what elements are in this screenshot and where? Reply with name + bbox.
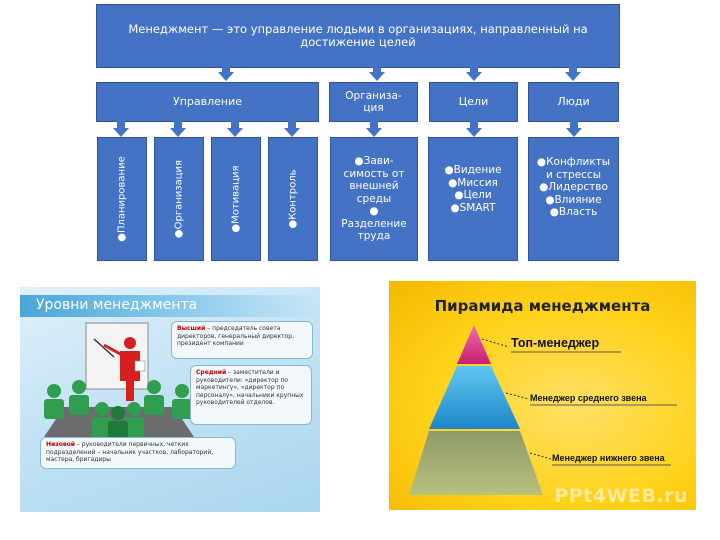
levels-title: Уровни менеджмента — [36, 297, 198, 313]
callout-top-name: Высший — [177, 325, 206, 332]
arrow-control — [284, 121, 300, 137]
pyramid-label-middle: Менеджер среднего звена — [530, 393, 647, 403]
list-goals-item: ●SMART — [450, 201, 496, 214]
arrow-organizing — [170, 121, 186, 137]
list-goals-item: ●Цели — [454, 189, 492, 202]
levels-title-strip — [20, 295, 320, 317]
list-people: ●Конфликты и стрессы ●Лидерство ●Влияние… — [528, 137, 619, 261]
list-organization-item: ● — [369, 205, 379, 218]
sub-motivation: ●Мотивация — [211, 137, 261, 261]
sub-planning-label: ●Планирование — [116, 156, 128, 242]
sub-planning: ●Планирование — [97, 137, 147, 261]
list-people-item: ●Влияние — [545, 193, 602, 206]
sub-organizing-label: ●Организация — [173, 159, 185, 239]
callout-low-level: Низовой – руководители первичных, четких… — [40, 437, 236, 469]
arrow-root-goals — [466, 65, 482, 81]
root-text: Менеджмент — это управление людьми в орг… — [128, 21, 588, 49]
arrow-root-organization — [369, 65, 385, 81]
root-box: Менеджмент — это управление людьми в орг… — [96, 4, 620, 68]
pyramid-tier-top — [457, 325, 491, 364]
list-organization-item: ●Зави- симость от внешней среды — [343, 154, 405, 205]
callout-middle-name: Средний — [196, 369, 227, 376]
watermark: PPt4WEB.ru — [554, 485, 688, 507]
branch-people-label: Люди — [557, 94, 590, 108]
callout-low-text: – руководители первичных, четких подразд… — [46, 441, 214, 463]
list-goals-item: ●Миссия — [448, 176, 498, 189]
sub-control: ●Контроль — [268, 137, 318, 261]
branch-organization-label: Организа- ция — [345, 89, 402, 114]
sub-organizing: ●Организация — [154, 137, 204, 261]
pyramid-title: Пирамида менеджмента — [434, 297, 651, 315]
arrow-root-management — [218, 65, 234, 81]
list-goals: ●Видение ●Миссия ●Цели ●SMART — [428, 137, 518, 261]
callout-middle-level: Средний – заместители и руководители: «д… — [190, 365, 312, 425]
list-organization: ●Зави- симость от внешней среды ● Раздел… — [330, 137, 418, 261]
callout-low-name: Низовой — [46, 441, 75, 448]
list-organization-item: Разделение труда — [341, 217, 407, 243]
arrow-motivation — [227, 121, 243, 137]
pyramid-graphic — [409, 325, 677, 495]
branch-management: Управление — [96, 82, 319, 122]
list-people-item: ●Конфликты и стрессы — [536, 156, 611, 181]
presenter-illustration — [44, 322, 194, 441]
callout-middle-text: – заместители и руководители: «директор … — [196, 369, 304, 406]
list-goals-item: ●Видение — [444, 164, 502, 176]
pyramid-tier-low — [409, 431, 543, 495]
branch-organization: Организа- ция — [329, 82, 418, 122]
list-people-item: ●Власть — [549, 206, 598, 219]
sub-motivation-label: ●Мотивация — [230, 165, 242, 233]
callout-top-level: Высший – председатель совета директоров,… — [171, 321, 313, 359]
sub-control-label: ●Контроль — [287, 169, 299, 229]
pyramid-label-low: Менеджер нижнего звена — [552, 453, 665, 463]
pyramid-tier-middle — [429, 366, 520, 429]
arrow-planning — [113, 121, 129, 137]
branch-goals-label: Цели — [458, 94, 489, 108]
pyramid-label-top: Топ-менеджер — [511, 336, 600, 350]
callout-top-text: – председатель совета директоров, генера… — [177, 325, 295, 347]
branch-people: Люди — [528, 82, 619, 122]
branch-management-label: Управление — [172, 94, 242, 108]
list-people-item: ●Лидерство — [539, 181, 608, 194]
levels-picture: Уровни менеджмента Высший – председатель… — [20, 287, 320, 512]
branch-goals: Цели — [429, 82, 518, 122]
arrow-organization-list — [366, 121, 382, 137]
arrow-goals-list — [466, 121, 482, 137]
arrow-root-people — [565, 65, 581, 81]
arrow-people-list — [566, 121, 582, 137]
pyramid-picture: Пирамида менеджмента Топ-менеджер Менедж… — [389, 281, 696, 510]
